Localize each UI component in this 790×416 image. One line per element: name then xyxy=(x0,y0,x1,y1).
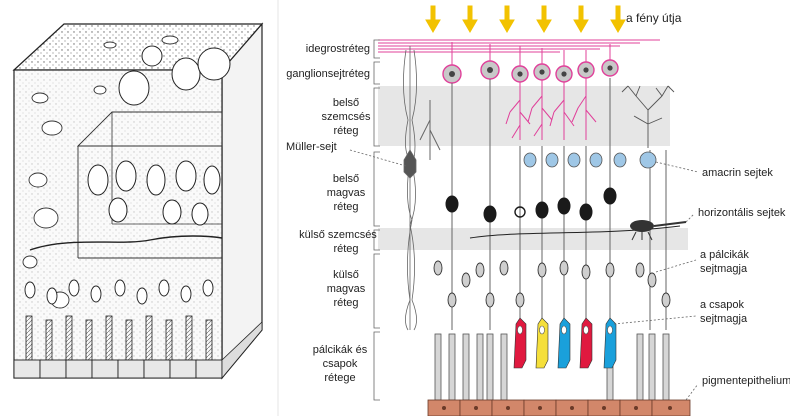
label-rod-nuclei-1: a pálcikák xyxy=(700,249,749,261)
label-inner-plexiform-1: belső xyxy=(333,97,359,109)
light-arrow-icon xyxy=(500,6,514,32)
label-outer-plexiform-2: réteg xyxy=(333,243,358,255)
label-photoreceptor-3: rétege xyxy=(324,372,355,384)
label-rod-nuclei-2: sejtmagja xyxy=(700,263,748,275)
label-outer-nuclear-1: külső xyxy=(333,269,359,281)
label-cone-nuclei-2: sejtmagja xyxy=(700,313,748,325)
light-arrow-icon xyxy=(426,6,440,32)
ganglion-cells xyxy=(443,42,618,83)
label-nerve-fiber-layer: idegrostréteg xyxy=(306,43,370,55)
bipolar-cells xyxy=(446,188,616,222)
rods xyxy=(435,334,669,400)
retina-schematic: idegrostréteg ganglionsejtréteg belső sz… xyxy=(286,6,790,416)
label-light-path: a fény útja xyxy=(626,11,682,25)
label-outer-nuclear-3: réteg xyxy=(333,297,358,309)
light-arrows xyxy=(426,6,625,32)
label-photoreceptor-1: pálcikák és xyxy=(313,344,368,356)
label-amacrine-cells: amacrin sejtek xyxy=(702,167,773,179)
label-inner-nuclear-1: belső xyxy=(333,173,359,185)
outer-nuclei xyxy=(434,261,670,307)
cones xyxy=(514,318,616,368)
histology-block-drawing xyxy=(14,24,262,378)
light-arrow-icon xyxy=(537,6,551,32)
label-outer-nuclear-2: magvas xyxy=(327,283,366,295)
light-arrow-icon xyxy=(574,6,588,32)
light-arrow-icon xyxy=(611,6,625,32)
label-inner-nuclear-2: magvas xyxy=(327,187,366,199)
light-arrow-icon xyxy=(463,6,477,32)
layer-labels: idegrostréteg ganglionsejtréteg belső sz… xyxy=(286,43,377,384)
label-ganglion-layer: ganglionsejtréteg xyxy=(286,68,370,80)
label-muller-cell: Müller-sejt xyxy=(286,141,337,153)
label-photoreceptor-2: csapok xyxy=(323,358,358,370)
label-inner-plexiform-2: szemcsés xyxy=(322,111,371,123)
label-cone-nuclei-1: a csapok xyxy=(700,299,745,311)
label-pigment-epithelium: pigmentepithelium xyxy=(702,375,790,387)
amacrine-cells xyxy=(524,152,656,168)
label-inner-plexiform-3: réteg xyxy=(333,125,358,137)
pigment-epithelium xyxy=(428,400,690,416)
label-horizontal-cells: horizontális sejtek xyxy=(698,207,786,219)
label-inner-nuclear-3: réteg xyxy=(333,201,358,213)
label-outer-plexiform-1: külső szemcsés xyxy=(299,229,377,241)
